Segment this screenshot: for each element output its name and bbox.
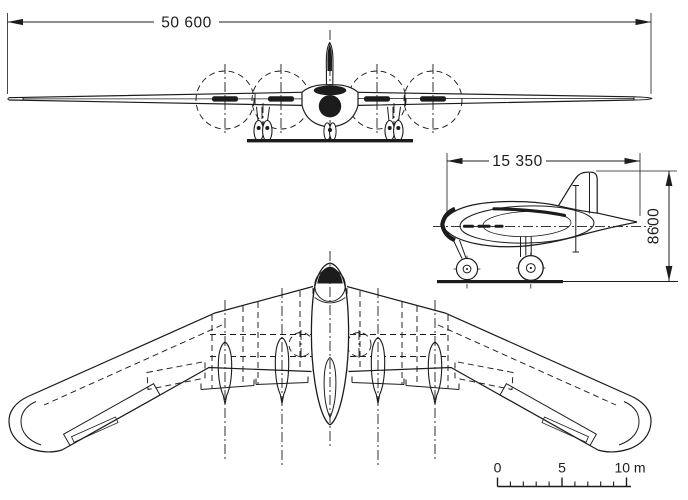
ground-line (247, 139, 413, 143)
propeller-disc-icon (195, 70, 255, 130)
trim-tab-left (70, 416, 119, 443)
front-wing (7, 91, 653, 106)
wingtip-right (597, 395, 652, 453)
wingtip-left (8, 395, 63, 453)
engine-intake-bar (268, 96, 294, 102)
nose-cap (440, 206, 456, 243)
aileron-left (62, 383, 161, 447)
dim-arrow-up-icon (665, 171, 673, 186)
aileron-right (499, 383, 598, 447)
scale-zero-label: 0 (494, 460, 502, 476)
length-dimension: 15 350 (446, 153, 641, 219)
side-view: 15 350 8600 (433, 153, 678, 289)
engine-intake-bar (212, 96, 238, 102)
front-fuselage (301, 30, 359, 141)
side-landing-gear (437, 236, 678, 289)
dim-arrow-left-icon (447, 157, 463, 165)
side-body-outline (441, 200, 638, 248)
trim-tab-right (541, 416, 590, 443)
gear-bay-circle (346, 332, 372, 357)
dim-arrow-right-icon (624, 157, 640, 165)
dim-arrow-right-icon (635, 18, 651, 26)
front-view: 50 600 (7, 13, 653, 143)
flap-outline-dashed (146, 360, 206, 391)
front-landing-gear (247, 106, 413, 143)
height-dimension: 8600 (596, 170, 677, 281)
engine-intake-bar (364, 96, 390, 102)
scale-mid-label: 5 (558, 460, 566, 476)
plan-wing-outline (8, 285, 652, 453)
scale-end-label: 10 m (614, 460, 645, 476)
engine-intake-bar (420, 96, 446, 102)
dim-arrow-down-icon (665, 266, 673, 281)
ground-line (437, 280, 563, 284)
propeller-disc-icon (403, 70, 463, 130)
center-pod (310, 251, 350, 447)
plan-view (8, 251, 652, 468)
wingspan-dimension-label: 50 600 (161, 15, 211, 32)
scale-bar: 0 5 10 m (494, 460, 646, 488)
wingspan-dimension: 50 600 (7, 13, 652, 94)
flap-outline-dashed (454, 360, 514, 391)
length-dimension-label: 15 350 (492, 153, 542, 170)
dim-arrow-left-icon (7, 18, 23, 26)
height-dimension-label: 8600 (646, 208, 663, 244)
